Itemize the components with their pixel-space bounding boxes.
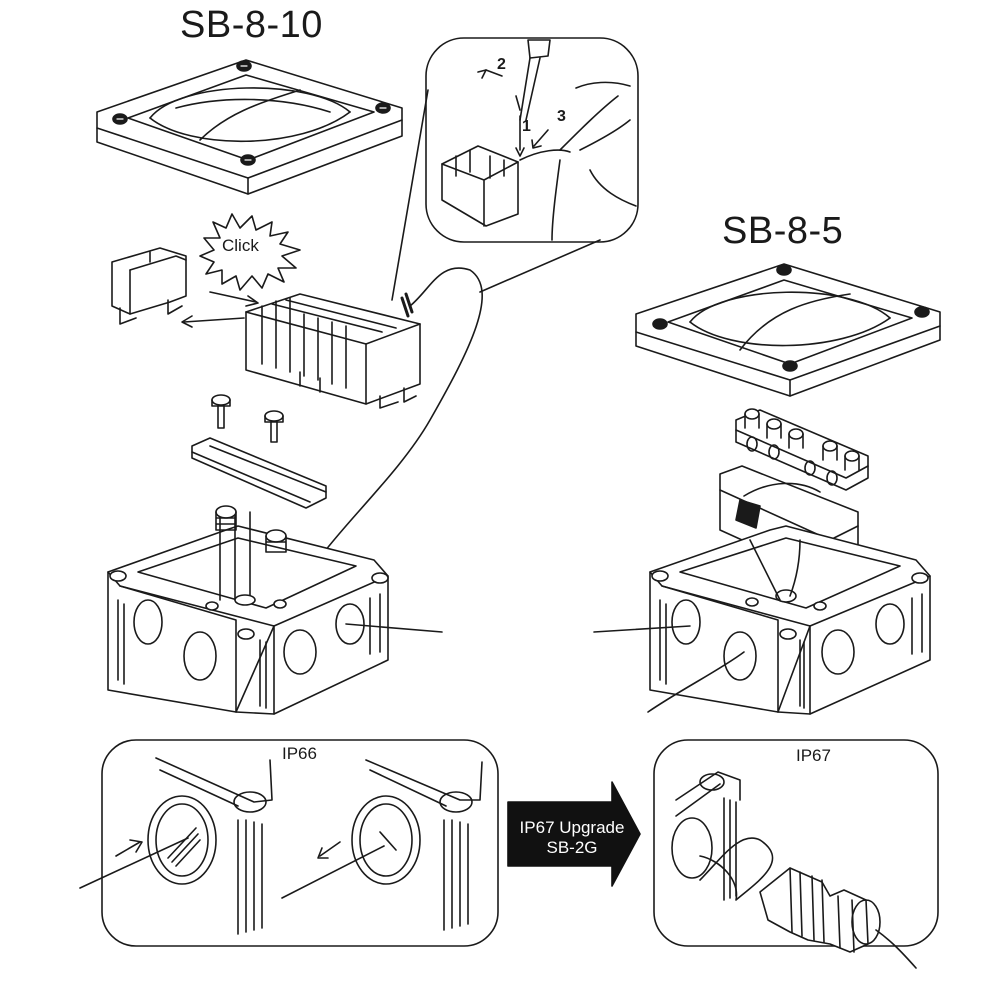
upgrade-badge-text: IP67 Upgrade SB-2G: [508, 818, 636, 858]
terminal-strip: [735, 408, 869, 491]
wire-end: [400, 292, 414, 318]
inset-step-1: 1: [522, 118, 531, 135]
ip67-panel: [653, 739, 939, 969]
inset-step-3: 3: [557, 108, 566, 125]
click-burst: [199, 213, 301, 291]
upgrade-arrow-shape: [507, 781, 641, 887]
ip67-label: IP67: [796, 746, 831, 765]
assembly-arrows: [181, 291, 259, 328]
wire-left-long: [299, 267, 483, 601]
upgrade-badge-line2: SB-2G: [546, 838, 598, 857]
inset-step-2: 2: [497, 56, 506, 73]
left-lid: [96, 59, 403, 195]
click-label: Click: [222, 236, 259, 255]
upgrade-badge-line1: IP67 Upgrade: [519, 818, 625, 837]
single-terminal: [111, 247, 187, 325]
ip66-panel: [79, 739, 499, 947]
inset-magnifier: [391, 37, 639, 301]
din-rail: [191, 437, 327, 509]
ip66-label: IP66: [282, 744, 317, 763]
right-enclosure: [593, 465, 931, 715]
title-sb-8-10: SB-8-10: [180, 4, 323, 46]
screw-pair: [211, 394, 284, 443]
right-lid: [635, 263, 941, 397]
terminal-block: [245, 293, 421, 409]
title-sb-8-5: SB-8-5: [722, 210, 844, 252]
left-enclosure: [107, 505, 443, 715]
